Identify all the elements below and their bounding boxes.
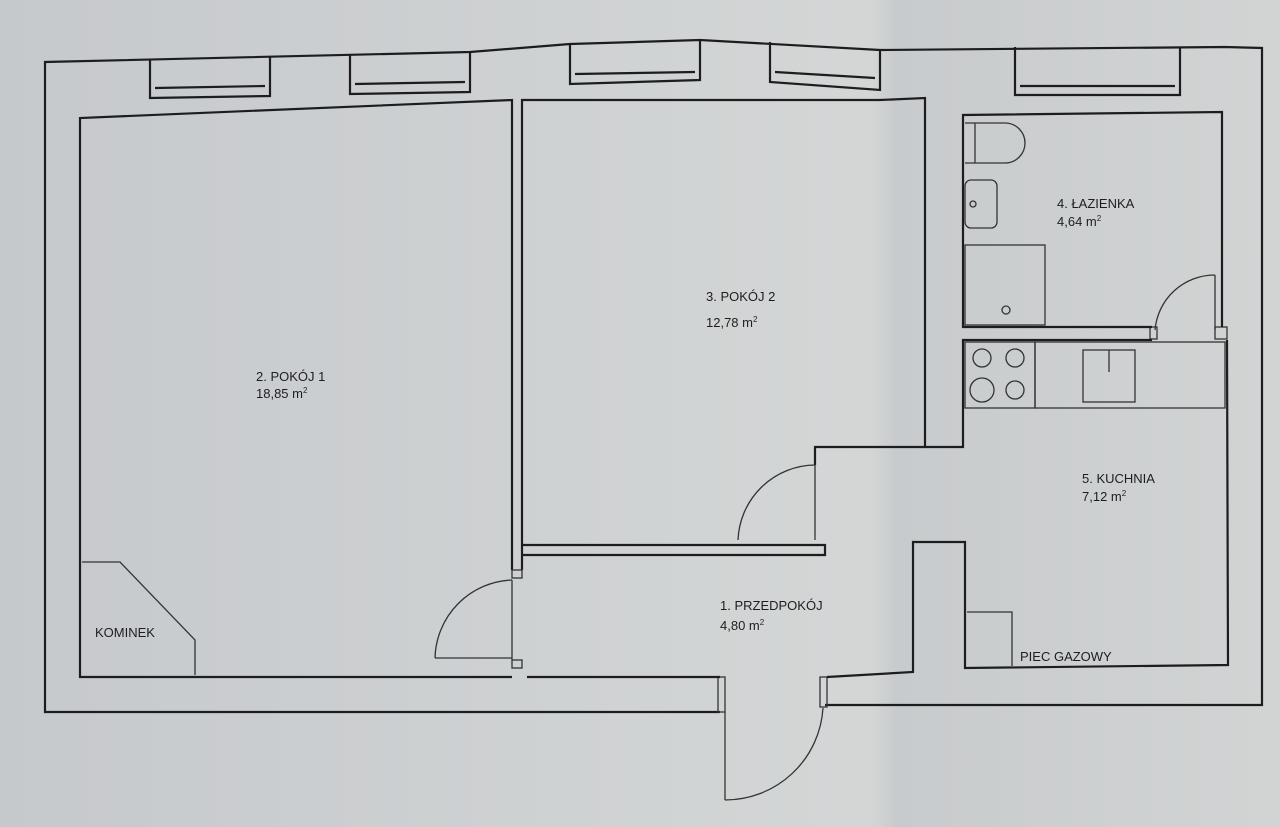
bathroom-wall bbox=[961, 110, 1224, 329]
kitchen-wall bbox=[925, 338, 1152, 449]
room-1-wall bbox=[78, 98, 514, 679]
gas-stove-label: PIEC GAZOWY bbox=[1020, 649, 1112, 664]
room-label-pokoj-2: 3. POKÓJ 2 bbox=[706, 289, 775, 304]
doors bbox=[434, 274, 1228, 801]
room-label-kuchnia: 5. KUCHNIA bbox=[1082, 471, 1155, 486]
outer-wall bbox=[43, 38, 1264, 714]
bathroom-fixtures bbox=[964, 122, 1046, 326]
room-area-pokoj-2: 12,78 m2 bbox=[706, 315, 758, 330]
room-area-lazienka: 4,64 m2 bbox=[1057, 214, 1102, 229]
room-label-lazienka: 4. ŁAZIENKA bbox=[1057, 196, 1135, 211]
room-area-przedpokoj: 4,80 m2 bbox=[720, 618, 765, 633]
room-label-pokoj-1: 2. POKÓJ 1 bbox=[256, 369, 325, 384]
kominek-outline bbox=[82, 561, 196, 675]
room-area-pokoj-1: 18,85 m2 bbox=[256, 386, 308, 401]
room-label-przedpokoj: 1. PRZEDPOKÓJ bbox=[720, 598, 823, 613]
room-2-wall bbox=[520, 96, 927, 570]
kitchen-fixtures bbox=[964, 341, 1226, 666]
fireplace-label: KOMINEK bbox=[95, 625, 155, 640]
room-area-kuchnia: 7,12 m2 bbox=[1082, 489, 1127, 504]
windows bbox=[148, 40, 1182, 100]
